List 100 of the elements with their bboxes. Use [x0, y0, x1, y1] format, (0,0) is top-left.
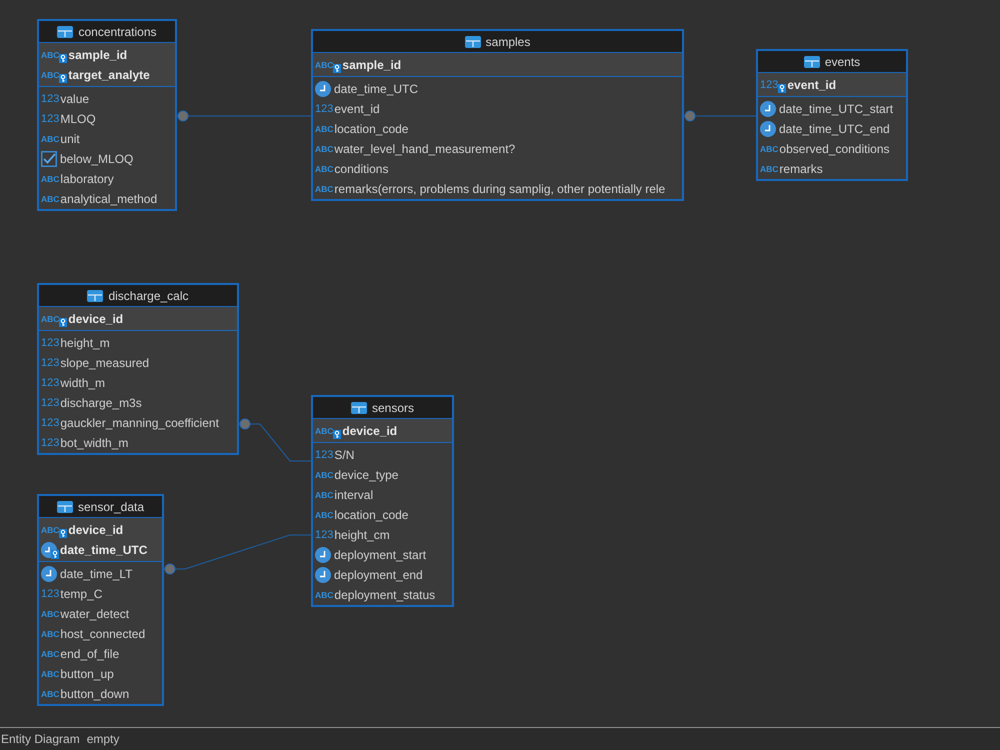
relationship-line [238, 418, 312, 462]
table-name: sensors [372, 400, 414, 414]
column-name: discharge_m3s [60, 396, 142, 410]
data-type-label: ABC [41, 314, 60, 324]
column-name: slope_measured [60, 356, 150, 370]
column-name: host_connected [60, 627, 146, 641]
data-type-label: ABC [41, 630, 60, 638]
data-type-label: ABC [315, 164, 334, 174]
column-name: conditions [334, 162, 388, 176]
column-name: remarks(errors, problems during samplig, other potentially rele [334, 182, 666, 196]
entity-table [311, 395, 454, 607]
column-name: device_type [334, 468, 398, 482]
data-type-label: ABC [315, 426, 334, 436]
data-type-label: ABC [315, 60, 334, 70]
data-type-label: ABC [315, 510, 334, 520]
data-type-label: ABC [41, 610, 60, 618]
column-name: event_id [334, 102, 380, 116]
column-name: end_of_file [60, 647, 120, 661]
data-type-label: 123 [41, 398, 60, 408]
column-name: gauckler_manning_coefficient [60, 416, 219, 430]
data-type-label: ABC [41, 50, 60, 60]
entity-table [37, 494, 164, 706]
data-type-label: ABC [41, 650, 60, 658]
column-name: device_id [68, 523, 124, 537]
column-name: target_analyte [68, 68, 150, 82]
data-type-label: ABC [315, 144, 334, 154]
table-name: samples [486, 34, 530, 48]
column-name: height_m [60, 336, 110, 350]
data-type-label: ABC [41, 526, 60, 534]
column-name: bot_width_m [60, 436, 128, 450]
entity-table [37, 19, 177, 211]
column-name: below_MLOQ [60, 152, 134, 166]
table-name: sensor_data [78, 500, 144, 514]
column-name: sample_id [68, 48, 128, 62]
relationship-line [176, 110, 312, 122]
column-name: observed_conditions [779, 142, 890, 156]
column-name: remarks [779, 162, 823, 176]
data-type-label: ABC [315, 470, 334, 480]
data-type-label: 123 [315, 530, 334, 540]
data-type-label: 123 [41, 378, 60, 388]
column-name: date_time_UTC_end [779, 122, 890, 136]
column-name: temp_C [60, 587, 102, 601]
data-type-label: ABC [41, 194, 60, 204]
column-name: height_cm [334, 528, 390, 542]
data-type-label: ABC [315, 184, 334, 194]
column-name: event_id [787, 78, 836, 92]
data-type-label: 123 [315, 450, 334, 460]
column-name: date_time_UTC [60, 543, 148, 557]
data-type-label: ABC [41, 670, 60, 678]
column-name: button_down [60, 687, 130, 701]
data-type-label: 123 [41, 588, 60, 600]
data-type-label: 123 [41, 438, 60, 448]
column-name: date_time_UTC_start [779, 102, 894, 116]
data-type-label: ABC [41, 690, 60, 698]
data-type-label: ABC [41, 134, 60, 144]
relationship-line [684, 110, 756, 122]
data-type-label: ABC [315, 490, 334, 500]
data-type-label: 123 [41, 94, 60, 104]
column-name: sample_id [342, 58, 402, 72]
column-name: S/N [334, 448, 354, 462]
column-name: width_m [60, 376, 106, 390]
entity-table [37, 283, 239, 455]
entity-table [311, 29, 684, 201]
data-type-label: ABC [41, 174, 60, 184]
column-name: analytical_method [60, 192, 158, 206]
data-type-label: 123 [41, 114, 60, 124]
table-name: events [824, 54, 860, 68]
table-name: discharge_calc [108, 288, 189, 302]
column-name: button_up [60, 667, 114, 681]
column-name: deployment_status [334, 588, 436, 602]
column-name: laboratory [60, 172, 114, 186]
column-name: device_id [68, 312, 124, 326]
data-type-label: ABC [315, 590, 334, 600]
table-name: concentrations [78, 24, 157, 38]
data-type-label: ABC [760, 164, 778, 174]
data-type-label: ABC [41, 70, 60, 80]
column-name: interval [334, 488, 374, 502]
column-name: date_time_LT [60, 567, 132, 581]
column-name: water_detect [60, 607, 130, 621]
column-name: deployment_end [334, 568, 423, 582]
data-type-label: ABC [760, 144, 778, 154]
column-name: device_id [342, 424, 398, 438]
entity-table [756, 49, 908, 181]
column-name: location_code [334, 122, 408, 136]
column-name: date_time_UTC [334, 82, 418, 96]
data-type-label: 123 [41, 418, 60, 428]
status-text: empty [86, 732, 120, 746]
column-name: deployment_start [334, 548, 426, 562]
column-name: location_code [334, 508, 408, 522]
data-type-label: 123 [41, 338, 60, 348]
data-type-label: 123 [760, 80, 778, 90]
column-name: unit [60, 132, 80, 146]
column-name: water_level_hand_measurement? [334, 142, 516, 156]
status-text: Entity Diagram [1, 732, 80, 746]
column-name: value [60, 92, 90, 106]
data-type-label: ABC [315, 124, 334, 134]
data-type-label: 123 [315, 104, 334, 114]
relationship-line [164, 534, 312, 574]
data-type-label: 123 [41, 358, 60, 368]
column-name: MLOQ [60, 112, 96, 126]
